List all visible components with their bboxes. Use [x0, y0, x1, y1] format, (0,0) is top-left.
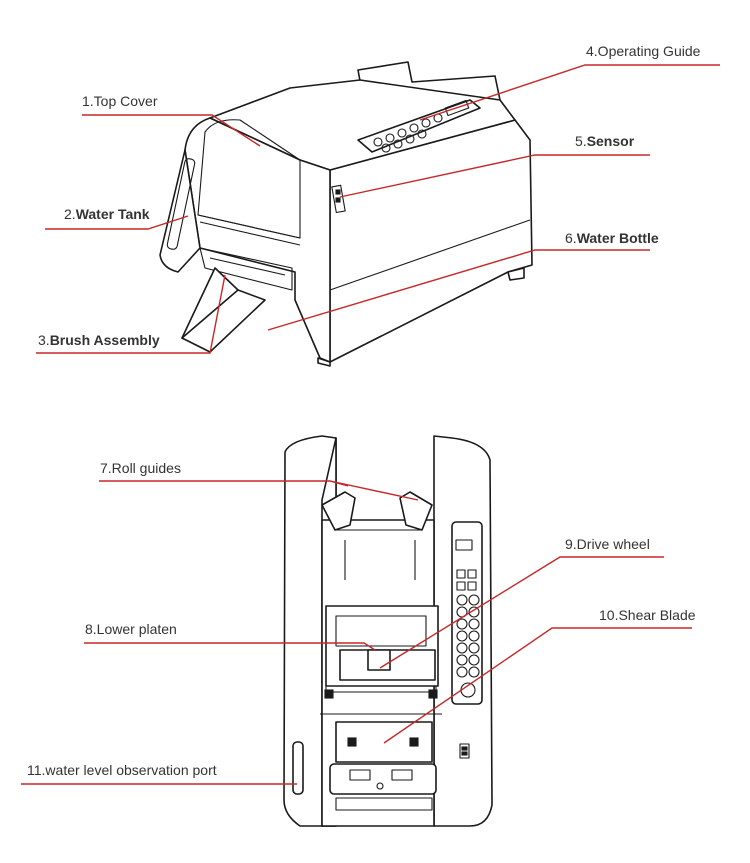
- label-water-tank: 2.Water Tank: [64, 206, 150, 222]
- label-water-bottle-number: 6.: [565, 230, 577, 246]
- label-water-tank-number: 2.: [64, 206, 76, 222]
- leader-lines: [21, 64, 720, 785]
- label-lower-platen: 8.Lower platen: [85, 621, 177, 637]
- label-water-bottle: 6.Water Bottle: [565, 230, 659, 246]
- label-water-tank-name: Water Tank: [76, 206, 150, 222]
- label-sensor-number: 5.: [575, 133, 587, 149]
- label-water-bottle-name: Water Bottle: [577, 230, 659, 246]
- part-labels: 1.Top Cover 2.Water Tank 3.Brush Assembl…: [27, 43, 701, 778]
- label-shear-blade: 10.Shear Blade: [599, 607, 696, 623]
- label-drive-wheel: 9.Drive wheel: [565, 536, 650, 552]
- label-brush-assembly-name: Brush Assembly: [50, 332, 160, 348]
- machine-perspective-illustration: [159, 61, 533, 367]
- label-sensor-name: Sensor: [587, 133, 635, 149]
- label-brush-assembly: 3.Brush Assembly: [38, 332, 160, 348]
- label-sensor: 5.Sensor: [575, 133, 635, 149]
- label-brush-assembly-number: 3.: [38, 332, 50, 348]
- label-operating-guide: 4.Operating Guide: [586, 43, 701, 59]
- label-water-level-port: 11.water level observation port: [27, 762, 217, 778]
- label-roll-guides: 7.Roll guides: [100, 460, 181, 476]
- machine-top-view-illustration: [283, 435, 493, 827]
- label-top-cover: 1.Top Cover: [82, 93, 158, 109]
